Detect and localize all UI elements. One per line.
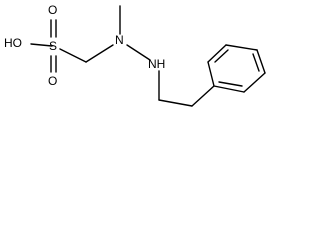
phenyl-ring	[207, 44, 266, 93]
ring-bond	[213, 85, 245, 93]
structural-formula: HO S O O N NH	[4, 3, 266, 107]
ring-double-bond	[214, 49, 229, 63]
nitrogen-methyl-label: N	[115, 33, 124, 47]
bond-ch2-phenyl	[191, 85, 215, 107]
bond-ch2-n	[85, 44, 114, 63]
bond-s-ch2	[59, 48, 87, 63]
ring-bond	[225, 44, 258, 51]
ring-bond	[243, 72, 266, 93]
bond-ch2-ch2	[158, 99, 193, 107]
oxygen-top-label: O	[48, 3, 57, 17]
ring-double-bond	[218, 81, 243, 87]
ring-bond	[256, 49, 266, 74]
oxygen-bottom-label: O	[48, 74, 57, 88]
bond-n-nh	[126, 44, 151, 61]
nitrogen-nh-label: NH	[148, 57, 165, 71]
ring-bond	[207, 44, 227, 63]
hydroxyl-label: HO	[4, 36, 22, 50]
bond-oh-s	[30, 43, 53, 47]
ring-double-bond	[252, 53, 260, 72]
ring-bond	[207, 61, 215, 87]
sulfur-label: S	[49, 39, 57, 53]
